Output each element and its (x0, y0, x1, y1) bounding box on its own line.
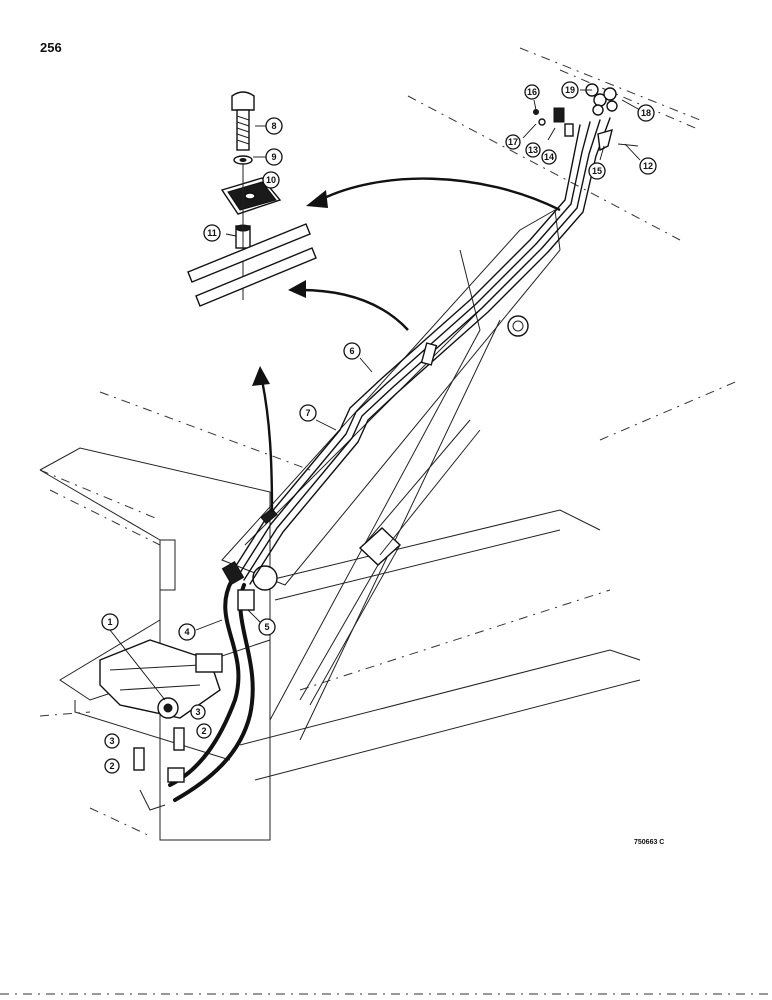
callout-3b: 3 (104, 733, 120, 749)
hoses (168, 561, 255, 802)
callout-3a: 3 (190, 704, 206, 720)
callout-19: 19 (561, 81, 579, 99)
callout-6-label: 6 (349, 346, 354, 356)
chassis (39, 447, 641, 841)
callout-1: 1 (101, 613, 119, 631)
callout-5: 5 (258, 618, 276, 636)
reference-arrows (252, 177, 561, 513)
callout-15-label: 15 (592, 166, 602, 176)
callout-13: 13 (525, 142, 541, 158)
callout-14-label: 14 (544, 152, 554, 162)
figure-code: 750663 C (634, 839, 665, 846)
fittings-detail (533, 83, 639, 152)
callout-10-label: 10 (266, 175, 276, 185)
callout-4-label: 4 (184, 627, 189, 637)
callout-17-label: 17 (508, 137, 518, 147)
callout-14: 14 (541, 149, 557, 165)
callout-12-label: 12 (643, 161, 653, 171)
callout-19-label: 19 (565, 85, 575, 95)
callout-12: 12 (639, 157, 657, 175)
callout-7: 7 (299, 404, 317, 422)
callout-4: 4 (178, 623, 196, 641)
callout-6: 6 (343, 342, 361, 360)
callout-2b-label: 2 (109, 761, 114, 771)
callout-13-label: 13 (528, 145, 538, 155)
callout-2a-label: 2 (201, 726, 206, 736)
page-number: 256 (40, 40, 62, 55)
callout-16: 16 (524, 84, 540, 100)
callout-2a: 2 (196, 723, 212, 739)
callout-18: 18 (637, 104, 655, 122)
callout-18-label: 18 (641, 108, 651, 118)
lift-cylinder (299, 419, 481, 706)
callout-8: 8 (265, 117, 283, 135)
leader-lines (109, 89, 641, 701)
callout-11-label: 11 (207, 228, 217, 238)
callout-11: 11 (203, 224, 221, 242)
machine-outline (39, 47, 741, 837)
callout-17: 17 (505, 134, 521, 150)
callout-15: 15 (588, 162, 606, 180)
control-valve (99, 639, 223, 811)
callout-8-label: 8 (271, 121, 276, 131)
callout-5-label: 5 (264, 622, 269, 632)
callout-16-label: 16 (527, 87, 537, 97)
callout-10: 10 (262, 171, 280, 189)
callout-7-label: 7 (305, 408, 310, 418)
callout-1-label: 1 (107, 617, 112, 627)
callout-9: 9 (265, 148, 283, 166)
clamp-detail (187, 91, 317, 307)
callout-9-label: 9 (271, 152, 276, 162)
callout-2b: 2 (104, 758, 120, 774)
steel-tubes (231, 117, 611, 585)
callout-3b-label: 3 (109, 736, 114, 746)
callout-3a-label: 3 (195, 707, 200, 717)
